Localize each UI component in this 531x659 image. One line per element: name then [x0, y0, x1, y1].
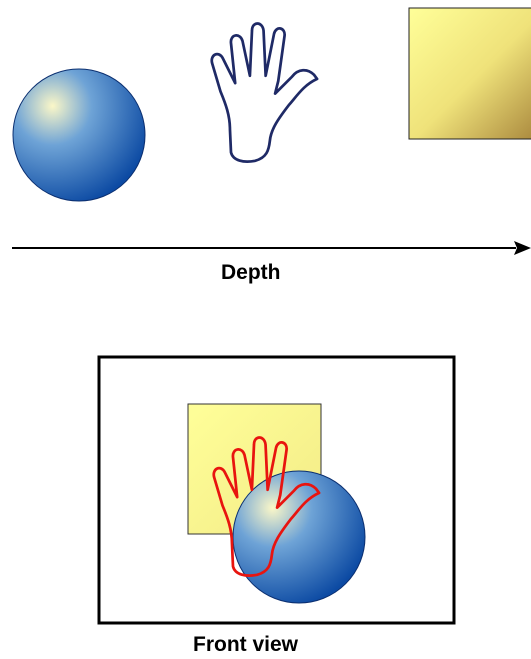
square-back	[408, 7, 531, 140]
front-view-label: Front view	[193, 633, 299, 656]
hand-icon	[210, 22, 319, 163]
depth-axis-arrow	[12, 241, 531, 255]
arrow-right-icon	[514, 241, 531, 255]
depth-label: Depth	[221, 261, 281, 284]
sphere-back	[12, 68, 146, 202]
sphere-front	[232, 470, 366, 604]
